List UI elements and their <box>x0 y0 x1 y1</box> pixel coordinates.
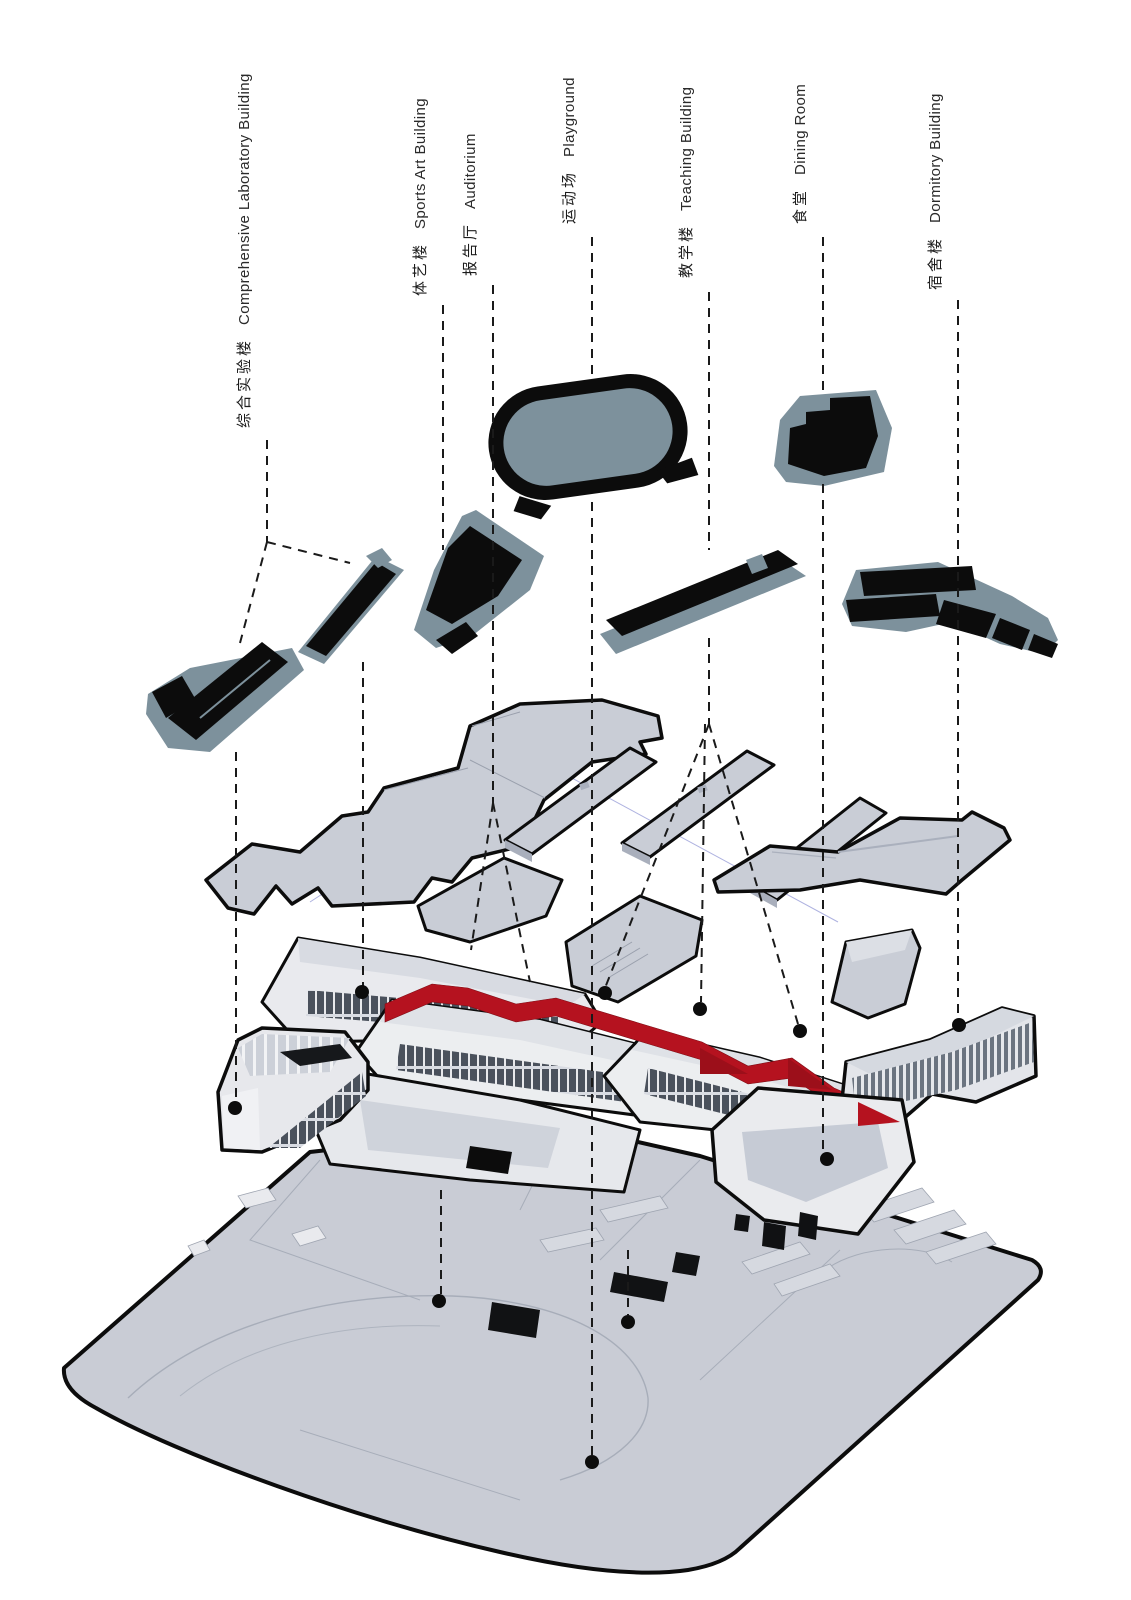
site-small-boxes <box>187 1187 327 1257</box>
dot-teaching-right <box>793 1024 807 1038</box>
label-zh: 运动场 <box>561 169 578 224</box>
site-plate <box>61 1122 1043 1575</box>
label-zh: 报告厅 <box>462 221 479 276</box>
label-auditorium: 报告厅 Auditorium <box>460 133 482 276</box>
label-en: Playground <box>561 77 578 157</box>
podium-courtyard <box>298 1070 642 1194</box>
label-zh: 宿舍楼 <box>927 235 944 290</box>
dot-laboratory-wing <box>355 985 369 999</box>
dormitory-deck-model <box>830 928 922 1020</box>
slab-layer <box>204 698 1012 1004</box>
dot-laboratory <box>228 1101 242 1115</box>
label-sports-art-building: 体艺楼 Sports Art Building <box>410 98 432 296</box>
label-en: Dining Room <box>792 83 809 175</box>
label-en: Comprehensive Laboratory Building <box>236 73 253 325</box>
dot-dining <box>820 1152 834 1166</box>
label-playground: 运动场 Playground <box>559 77 581 224</box>
label-zh: 教学楼 <box>678 223 695 278</box>
roof-layer <box>146 374 1058 752</box>
playground-shape <box>488 374 699 520</box>
dot-dormitory <box>952 1018 966 1032</box>
site-track-inner-line <box>179 1325 441 1397</box>
dining-roof-shape <box>774 390 892 486</box>
dot-site-teaching <box>621 1315 635 1329</box>
building-cluster-model <box>216 928 1038 1250</box>
leader-dots <box>228 985 966 1469</box>
label-en: Dormitory Building <box>927 93 944 223</box>
label-en: Auditorium <box>462 133 479 209</box>
label-zh: 体艺楼 <box>412 241 429 296</box>
sports-art-roof-shape <box>414 510 544 654</box>
mid-plate-right <box>564 894 704 1004</box>
label-dormitory-building: 宿舍楼 Dormitory Building <box>925 93 947 290</box>
label-teaching-building: 教学楼 Teaching Building <box>676 87 698 278</box>
label-dining-room: 食堂 Dining Room <box>790 84 812 224</box>
window-band <box>396 1044 660 1106</box>
dot-teaching-left <box>598 986 612 1000</box>
label-zh: 食堂 <box>792 187 809 224</box>
plate-comb-details <box>591 941 649 979</box>
teaching-roof-shape <box>600 550 806 654</box>
site-plan-model <box>61 1122 1043 1575</box>
leader-line-sports-art-building <box>440 305 444 1294</box>
leader-line-teaching-building <box>604 292 799 1315</box>
laboratory-building-model <box>216 1026 370 1154</box>
canopy-plate <box>204 698 664 916</box>
dot-site-playground <box>585 1455 599 1469</box>
leader-line-comprehensive-laboratory-building <box>235 440 364 1098</box>
label-en: Teaching Building <box>678 86 695 211</box>
fin-facade <box>852 1022 1034 1112</box>
label-zh: 综合实验楼 <box>236 337 253 428</box>
dining-building-model <box>710 1086 916 1250</box>
window-band <box>268 1072 366 1148</box>
dot-teaching-center <box>693 1002 707 1016</box>
label-comprehensive-laboratory-building: 综合实验楼 Comprehensive Laboratory Building <box>234 73 256 428</box>
leader-lines <box>235 237 959 1455</box>
dorm-podium-plate <box>712 810 1012 896</box>
canopy-fold-lines <box>383 711 546 799</box>
dormitory-roof-shape <box>842 562 1058 658</box>
laboratory-roof-wing-shape <box>298 548 404 664</box>
label-en: Sports Art Building <box>412 97 429 229</box>
laboratory-roof-shape <box>146 642 304 752</box>
dot-site-sports-art <box>432 1294 446 1308</box>
leader-line-auditorium <box>470 285 531 983</box>
site-track-outline <box>127 1295 649 1481</box>
